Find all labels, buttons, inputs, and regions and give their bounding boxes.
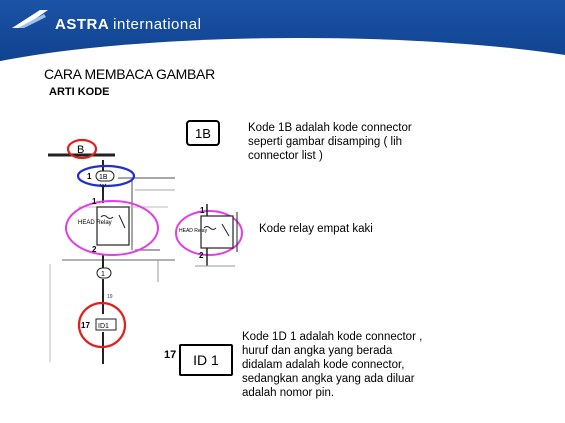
connector-1b-box: 1B bbox=[186, 120, 220, 146]
pin-17-label: 17 bbox=[164, 349, 177, 361]
relay-four-pin-diagram: HEAD Relay 1 2 bbox=[175, 204, 243, 267]
connector-id1-label: ID 1 bbox=[193, 352, 219, 368]
connector-1b-small: 1B bbox=[99, 174, 108, 181]
connector-1b-description: Kode 1B adalah kode connector seperti ga… bbox=[248, 122, 412, 162]
wiring-diagram: B 1B 1 HEAD Relay 1 2 1 19 ID1 17 bbox=[48, 138, 175, 364]
relay-label: HEAD Relay bbox=[78, 220, 112, 226]
connector-b-label: B bbox=[77, 144, 84, 156]
relay-pin-top: 1 bbox=[92, 197, 97, 206]
mid-connector-label: 1 bbox=[101, 271, 105, 278]
relay-small-label: HEAD Relay bbox=[179, 228, 208, 234]
wire-label: 19 bbox=[107, 294, 113, 300]
connector-id1-description: Kode 1D 1 adalah kode connector , huruf … bbox=[242, 331, 423, 399]
connector-id1-small: ID1 bbox=[98, 323, 109, 330]
relay-small-pin-bottom: 2 bbox=[199, 251, 204, 260]
connector-1b-label: 1B bbox=[195, 125, 211, 141]
connector-id1-box: ID 1 bbox=[179, 344, 233, 376]
pin-1b-label: 1 bbox=[87, 172, 92, 181]
page-subtitle: ARTI KODE bbox=[49, 86, 110, 98]
astra-wing-logo-icon bbox=[12, 10, 48, 28]
relay-pin-bottom: 2 bbox=[92, 245, 97, 254]
relay-small-pin-top: 1 bbox=[200, 206, 205, 215]
relay-note: Kode relay empat kaki bbox=[259, 223, 373, 235]
page-title: CARA MEMBACA GAMBAR bbox=[44, 66, 215, 82]
pin-17-small: 17 bbox=[81, 321, 90, 330]
